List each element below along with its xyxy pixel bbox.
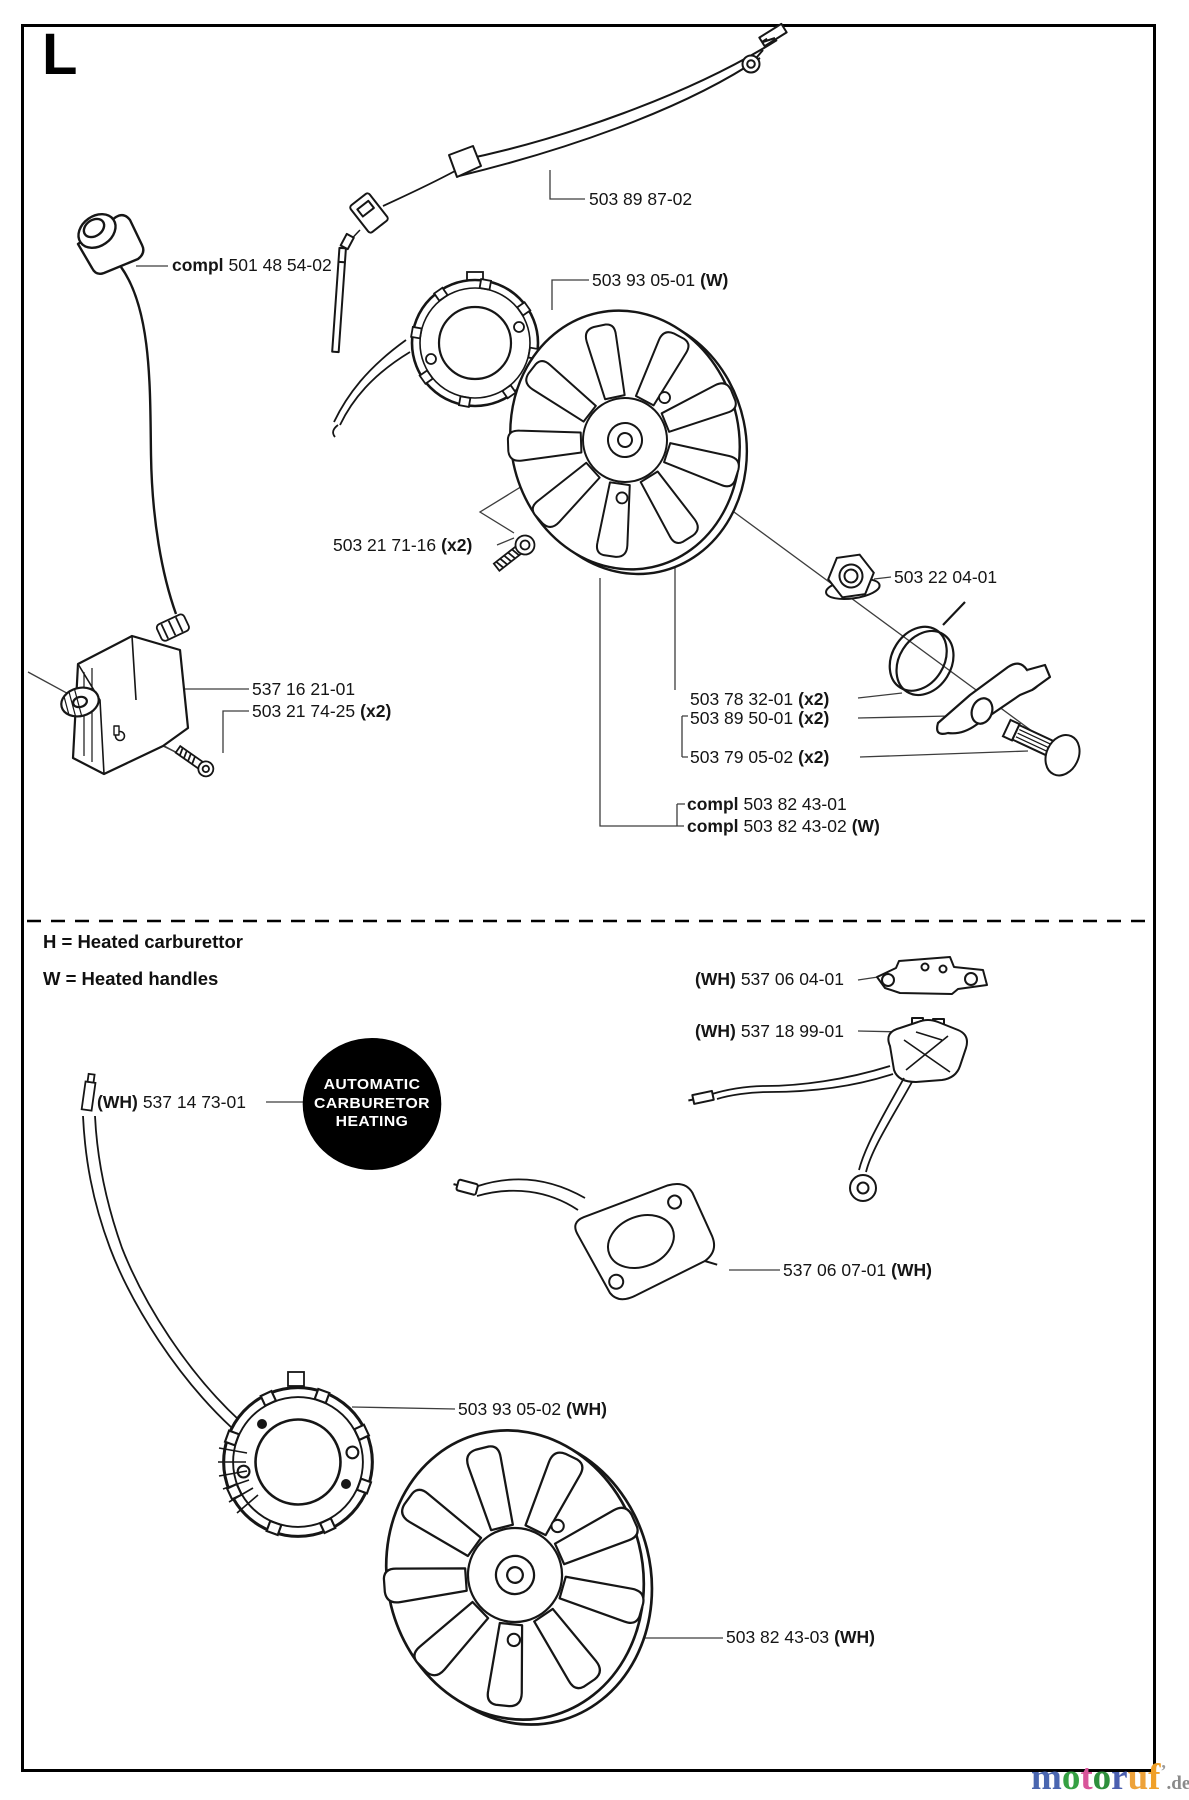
part-label-flywheel-wh: 503 82 43-03(WH)	[726, 1627, 875, 1647]
label-suffix: (x2)	[441, 535, 473, 555]
label-number: 537 16 21-01	[252, 679, 356, 699]
auto-carburetor-heating-badge: AUTOMATIC CARBURETOR HEATING	[302, 1038, 442, 1170]
label-number: 503 78 32-01	[690, 689, 794, 709]
label-number: 503 82 43-03	[726, 1627, 830, 1647]
spring-band-drawing	[888, 601, 966, 697]
label-suffix: (WH)	[891, 1260, 932, 1280]
watermark-tick: ’	[1160, 1761, 1167, 1781]
label-number: 503 21 74-25	[252, 701, 356, 721]
label-number: 537 06 07-01	[783, 1260, 887, 1280]
ignition-module-drawing	[60, 634, 190, 776]
watermark-letter: o	[1092, 1757, 1112, 1798]
label-number: 537 18 99-01	[740, 1021, 844, 1041]
motoruf-watermark: motoruf’.de	[1031, 1752, 1189, 1800]
badge-line-3: HEATING	[335, 1113, 409, 1131]
part-label-heating-element-wh: (WH)537 18 99-01	[695, 1021, 844, 1041]
pin-drawing	[1001, 718, 1081, 777]
label-number: 503 82 43-01	[743, 794, 847, 814]
label-suffix: (WH)	[566, 1399, 607, 1419]
label-prefix: compl	[172, 255, 224, 275]
label-number: 503 93 05-01	[592, 270, 696, 290]
flywheel-wh-drawing	[349, 1399, 684, 1757]
label-suffix: (W)	[851, 816, 880, 836]
legend-heated-carburettor: H = Heated carburettor	[43, 931, 243, 952]
label-prefix: (WH)	[695, 969, 736, 989]
ignition-harness-drawing	[331, 22, 788, 354]
watermark-letter: m	[1031, 1757, 1062, 1798]
label-prefix: (WH)	[695, 1021, 736, 1041]
watermark-letter: t	[1080, 1757, 1093, 1798]
label-prefix: (WH)	[97, 1092, 138, 1112]
label-suffix: (x2)	[798, 747, 830, 767]
label-suffix: (WH)	[834, 1627, 875, 1647]
watermark-letter: f	[1148, 1757, 1161, 1798]
part-label-module-screw: 503 21 74-25(x2)	[252, 701, 391, 721]
label-suffix: (x2)	[798, 689, 830, 709]
part-label-flywheel-screw: 503 21 71-16(x2)	[333, 535, 472, 555]
stator-plate-w-drawing	[332, 271, 541, 438]
part-label-stator-plate-wh: 503 93 05-02(WH)	[458, 1399, 607, 1419]
watermark-letter: u	[1127, 1757, 1149, 1798]
part-label-gasket-harness-wh: 537 06 07-01(WH)	[783, 1260, 932, 1280]
section-letter: L	[42, 22, 78, 87]
heating-element-wh-drawing	[688, 1017, 968, 1202]
label-number: 503 79 05-02	[690, 747, 794, 767]
part-label-starter-spring: 503 78 32-01(x2)	[690, 689, 829, 709]
spark-plug-cap-drawing	[76, 212, 145, 276]
watermark-letter: r	[1111, 1757, 1128, 1798]
label-number: 503 82 43-02	[743, 816, 847, 836]
watermark-domain-suffix: .de	[1166, 1773, 1189, 1794]
watermark-letter: o	[1061, 1757, 1081, 1798]
part-label-stator-plate-heated: 503 93 05-01(W)	[592, 270, 728, 290]
flange-nut-drawing	[825, 553, 881, 601]
lever-drawing	[936, 662, 1052, 735]
label-number: 503 89 50-01	[690, 708, 794, 728]
label-number: 503 89 87-02	[589, 189, 693, 209]
legend-heated-handles: W = Heated handles	[43, 968, 219, 989]
label-number: 503 21 71-16	[333, 535, 437, 555]
label-number: 537 06 04-01	[740, 969, 844, 989]
leader-lines-lower	[266, 976, 904, 1639]
gasket-harness-wh-drawing	[453, 1178, 718, 1301]
part-label-starter-washer: 503 89 50-01(x2)	[690, 708, 829, 728]
part-label-bracket-wh: (WH)537 06 04-01	[695, 969, 844, 989]
flywheel-screw-drawing	[492, 534, 536, 572]
module-screw-drawing	[174, 744, 215, 778]
label-number: 503 22 04-01	[894, 567, 998, 587]
part-label-auto-heating-badge-wh: (WH)537 14 73-01	[97, 1092, 246, 1112]
label-number: 537 14 73-01	[142, 1092, 246, 1112]
part-label-flange-nut: 503 22 04-01	[894, 567, 997, 587]
bracket-wh-drawing	[876, 956, 988, 995]
label-prefix: compl	[687, 816, 739, 836]
label-number: 503 93 05-02	[458, 1399, 562, 1419]
part-label-starter-pin: 503 79 05-02(x2)	[690, 747, 829, 767]
label-suffix: (x2)	[360, 701, 392, 721]
badge-line-2: CARBURETOR	[314, 1094, 430, 1112]
label-suffix: (x2)	[798, 708, 830, 728]
part-label-ignition-module: 537 16 21-01	[252, 679, 355, 699]
page-border	[21, 24, 1156, 1772]
label-suffix: (W)	[700, 270, 729, 290]
badge-line-1: AUTOMATIC	[323, 1076, 421, 1094]
part-label-ignition-harness: 503 89 87-02	[589, 189, 692, 209]
label-number: 501 48 54-02	[228, 255, 332, 275]
stator-plate-wh-drawing	[80, 1072, 387, 1551]
label-prefix: compl	[687, 794, 739, 814]
ht-lead-drawing	[120, 266, 190, 642]
